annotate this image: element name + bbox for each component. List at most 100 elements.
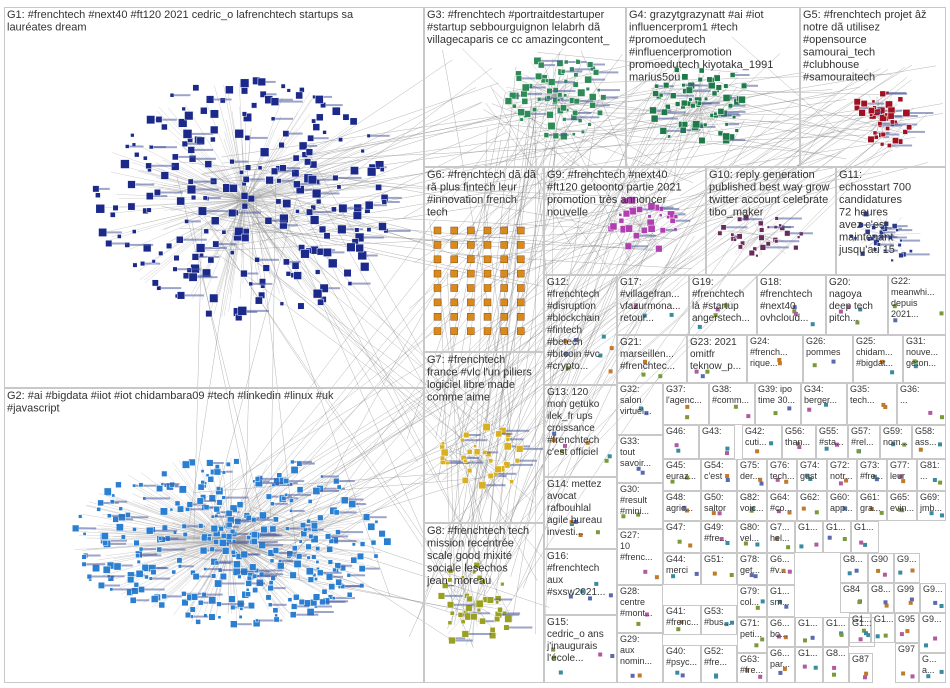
node-label-mark [266,93,277,96]
cell-nodes [901,671,915,679]
network-node [109,587,114,592]
network-edge [237,112,521,174]
network-node [717,230,723,236]
group-label-line: cedric_o ans [547,629,604,640]
network-node [251,517,257,523]
node-label-mark [199,575,216,578]
network-node [160,171,169,180]
network-node [198,523,204,529]
network-node [487,473,494,479]
cell-nodes [875,633,888,639]
node-label-mark [323,475,339,478]
network-node [750,506,755,511]
node-label-mark [591,78,606,81]
network-node [472,570,476,575]
group-label-line: notr... [830,471,853,481]
group-label-line: G6... [770,618,790,628]
group-label-g71: G71:peti... [740,618,762,639]
network-node [897,243,902,248]
network-node [229,250,235,255]
network-node [241,202,249,210]
network-node [229,504,238,513]
network-node [681,83,686,88]
group-label-g1c: G1... [854,522,874,532]
network-node [130,133,135,138]
group-label-line: #disruption [547,301,596,312]
network-node [280,83,286,89]
group-box-g37 [663,383,709,425]
group-label-line: #frenchtech [760,289,812,300]
group-box-g9 [544,167,706,275]
cluster-edge [471,459,481,493]
network-node [311,188,322,199]
network-node [853,236,858,241]
group-box-g74 [797,459,827,491]
node-label-mark [146,497,171,500]
group-box-g11 [836,167,946,275]
group-label-line: a... [922,665,935,675]
network-node [143,155,148,161]
network-node [306,555,311,560]
network-node [813,665,818,670]
cluster-edge [474,563,484,606]
cell-nodes [777,358,782,366]
network-node [685,86,693,94]
network-node [901,479,906,484]
cell-nodes [725,474,730,482]
node-label-mark [304,188,319,191]
network-node [307,134,315,142]
network-node [305,567,314,576]
network-node [500,255,508,264]
network-node [332,174,339,181]
network-node [236,501,244,508]
network-node [317,298,325,306]
network-node [352,210,362,220]
cluster-edge [176,199,246,250]
network-node [228,595,236,603]
node-label-mark [302,462,315,465]
group-label-g61: G61:gra... [860,492,881,513]
group-label-g41: G41:#frenc... [666,606,699,627]
network-edge [483,109,655,211]
network-node [847,571,852,576]
group-label-line: G21: [620,337,642,348]
node-label-mark [778,240,800,243]
node-label-mark [192,503,206,506]
group-label-line: promoedutech kiyotaka_1991 [629,59,773,71]
network-node [765,241,771,247]
node-label-mark [217,560,241,563]
group-box-g41 [663,605,701,635]
network-node [314,577,318,581]
node-cluster [717,212,813,258]
network-node [298,598,305,606]
network-node [725,541,730,545]
group-label-line: #frenchtech [547,435,599,446]
network-edge [451,166,842,244]
network-node [447,577,453,583]
network-node [939,604,944,608]
network-edge [226,239,494,434]
network-node [182,272,190,280]
cluster-edge [229,539,298,568]
group-box-g36 [897,383,946,425]
network-node [658,213,663,217]
network-node [307,175,317,185]
group-box-g7x [767,521,795,553]
network-node [838,481,843,486]
network-node [639,406,643,411]
group-box-g82 [737,491,767,521]
network-node [191,593,199,601]
node-label-mark [658,92,672,95]
network-node [598,353,603,358]
group-box-g1b [823,521,851,553]
cell-nodes [912,359,918,369]
node-label-mark [281,179,295,182]
network-edge [596,108,641,228]
network-node [225,85,234,95]
group-label-g97: G97 [898,644,915,654]
network-node [252,573,258,579]
network-node [97,581,105,589]
network-node [269,558,275,564]
